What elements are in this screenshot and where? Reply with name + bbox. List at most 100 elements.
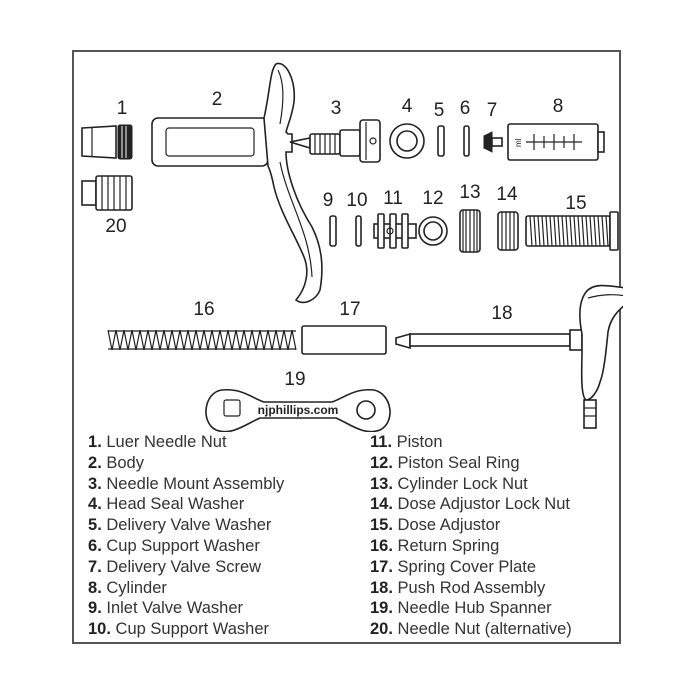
legend-number: 7 (88, 557, 98, 576)
label-part-3: 3 (331, 98, 342, 119)
legend-name: Delivery Valve Screw (106, 557, 262, 576)
legend-name: Dose Adjustor Lock Nut (397, 495, 570, 514)
part-luer-needle-nut (81, 124, 133, 160)
legend-number: 14 (370, 495, 389, 514)
legend-name: Cup Support Washer (106, 536, 260, 555)
dose-adjustor-thread (581, 215, 585, 247)
legend-item: 9. Inlet Valve Washer (88, 599, 244, 618)
legend-number: 2 (88, 453, 98, 472)
parts-legend-right: 11. Piston 12. Piston Seal Ring 13. Cyli… (370, 432, 572, 640)
legend-item: 3. Needle Mount Assembly (88, 474, 285, 493)
label-part-17: 17 (339, 299, 360, 320)
legend-number: 17 (370, 557, 389, 576)
legend-item: 6. Cup Support Washer (88, 536, 260, 555)
legend-item: 19. Needle Hub Spanner (370, 599, 552, 618)
part-piston (373, 213, 417, 249)
dose-adjustor-thread (577, 215, 581, 247)
label-part-6: 6 (460, 98, 471, 119)
label-part-11: 11 (383, 188, 403, 209)
legend-item: 12. Piston Seal Ring (370, 453, 520, 472)
part-push-rod-assembly (395, 284, 623, 429)
part-needle-hub-spanner: njphillips.com (205, 388, 391, 432)
legend-name: Head Seal Washer (106, 495, 245, 514)
label-part-2: 2 (212, 89, 223, 110)
legend-name: Needle Nut (alternative) (397, 620, 572, 639)
dose-adjustor-thread (553, 215, 557, 247)
dose-adjustor-thread (529, 215, 533, 247)
legend-number: 19 (370, 599, 389, 618)
legend-item: 15. Dose Adjustor (370, 516, 501, 535)
part-dose-adjustor-lock-nut (497, 211, 519, 251)
spanner-logo-text: njphillips.com (258, 403, 339, 417)
dose-adjustor-thread (541, 215, 545, 247)
dose-adjustor-thread (557, 215, 561, 247)
part-needle-mount-assembly (289, 119, 381, 163)
diagram-frame: ml (72, 50, 623, 644)
part-inlet-valve-washer (329, 215, 337, 247)
label-part-4: 4 (402, 96, 413, 117)
legend-name: Return Spring (397, 536, 500, 555)
label-part-5: 5 (434, 100, 445, 121)
legend-item: 1. Luer Needle Nut (88, 433, 227, 451)
dose-adjustor-thread (537, 215, 541, 247)
legend-name: Piston (396, 433, 443, 451)
legend-name: Spring Cover Plate (397, 557, 537, 576)
label-part-7: 7 (487, 100, 498, 121)
legend-item: 20. Needle Nut (alternative) (370, 620, 572, 639)
legend-number: 15 (370, 516, 389, 535)
label-part-16: 16 (193, 299, 214, 320)
legend-number: 20 (370, 620, 389, 639)
dose-adjustor-thread (573, 215, 577, 247)
legend-item: 4. Head Seal Washer (88, 495, 245, 514)
legend-number: 3 (88, 474, 98, 493)
legend-name: Needle Mount Assembly (106, 474, 285, 493)
legend-item: 7. Delivery Valve Screw (88, 557, 262, 576)
legend-number: 4 (88, 495, 98, 514)
label-part-13: 13 (459, 182, 480, 203)
legend-item: 13. Cylinder Lock Nut (370, 474, 528, 493)
dose-adjustor-thread (585, 215, 589, 247)
legend-item: 16. Return Spring (370, 536, 500, 555)
legend-number: 1 (88, 433, 98, 451)
dose-adjustor-thread (533, 215, 537, 247)
dose-adjustor-thread (569, 215, 573, 247)
legend-name: Piston Seal Ring (397, 453, 520, 472)
legend-name: Push Rod Assembly (397, 578, 546, 597)
dose-adjustor-thread (545, 215, 549, 247)
legend-name: Luer Needle Nut (106, 433, 227, 451)
parts-legend-left: 1. Luer Needle Nut 2. Body 3. Needle Mou… (88, 432, 284, 640)
label-part-18: 18 (491, 303, 512, 324)
dose-adjustor-thread (601, 215, 605, 247)
legend-number: 13 (370, 474, 389, 493)
legend-name: Needle Hub Spanner (397, 599, 552, 618)
legend-item: 18. Push Rod Assembly (370, 578, 546, 597)
part-delivery-valve-washer (437, 125, 445, 157)
part-body (151, 62, 323, 304)
legend-number: 11 (370, 433, 388, 451)
legend-number: 18 (370, 578, 389, 597)
label-part-19: 19 (284, 369, 305, 390)
legend-name: Delivery Valve Washer (106, 516, 272, 535)
label-part-10: 10 (346, 190, 367, 211)
dose-adjustor-thread (593, 215, 597, 247)
part-needle-nut-alternative (81, 175, 133, 211)
part-spring-cover-plate (301, 325, 387, 355)
legend-number: 16 (370, 536, 389, 555)
part-piston-seal-ring (418, 216, 448, 246)
legend-number: 10 (88, 620, 107, 639)
part-dose-adjustor (525, 211, 619, 251)
part-cup-support-washer (463, 125, 470, 157)
legend-number: 5 (88, 516, 98, 535)
part-return-spring (107, 329, 297, 351)
legend-name: Cylinder (106, 578, 167, 597)
legend-name: Body (106, 453, 144, 472)
legend-name: Cup Support Washer (115, 620, 270, 639)
legend-number: 9 (88, 599, 98, 618)
legend-name: Inlet Valve Washer (106, 599, 244, 618)
legend-number: 6 (88, 536, 98, 555)
legend-number: 8 (88, 578, 98, 597)
dose-adjustor-thread (561, 215, 565, 247)
part-delivery-valve-screw (483, 131, 503, 153)
dose-adjustor-thread (605, 215, 609, 247)
legend-item: 17. Spring Cover Plate (370, 557, 537, 576)
